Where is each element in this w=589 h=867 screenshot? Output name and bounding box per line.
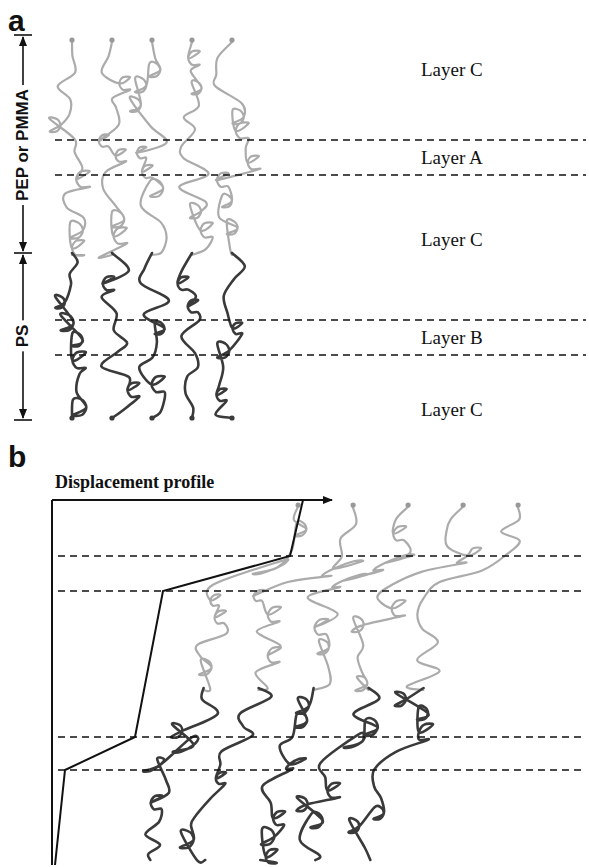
axis-title: Displacement profile: [55, 473, 214, 493]
chain-end: [69, 415, 74, 420]
chain-end: [69, 37, 74, 42]
layer-label: Layer C: [418, 400, 486, 421]
polymer-chain: [177, 253, 200, 418]
chain-end: [296, 502, 301, 507]
polymer-chain: [297, 688, 380, 860]
layer-label: Layer C: [418, 230, 486, 251]
polymer-chain: [99, 42, 131, 258]
polymer-chain: [101, 253, 139, 418]
layer-name: PS: [12, 321, 35, 352]
chain-end: [229, 37, 234, 42]
chain-end: [461, 502, 466, 507]
polymer-chain: [55, 253, 86, 418]
chain-end: [109, 415, 114, 420]
panel-letter: a: [8, 4, 25, 37]
polymer-chain: [260, 688, 313, 863]
panel-letter: b: [8, 440, 26, 473]
layer-label: Layer B: [418, 328, 486, 349]
polymer-chain: [180, 688, 272, 863]
chain-end: [406, 502, 411, 507]
polymer-chain: [179, 42, 213, 255]
polymer-chain: [308, 507, 415, 690]
chain-end: [109, 37, 114, 42]
chain-end: [189, 37, 194, 42]
layer-label: Layer C: [418, 60, 486, 81]
chain-end: [351, 502, 356, 507]
chain-end: [516, 502, 521, 507]
polymer-chain: [213, 42, 260, 255]
layer-label: Layer A: [418, 148, 486, 169]
chain-end: [149, 37, 154, 42]
chain-end: [229, 415, 234, 420]
polymer-chain: [352, 507, 482, 691]
layer-name: PEP or PMMA: [12, 85, 35, 205]
displacement-profile: [52, 500, 332, 865]
polymer-chain: [215, 253, 244, 418]
layer-boundary: [58, 556, 586, 770]
polymer-chain: [130, 42, 167, 255]
polymer-chain: [196, 507, 307, 691]
polymer-chain: [349, 688, 433, 860]
layer-boundary: [55, 140, 586, 355]
polymer-chain: [407, 507, 520, 690]
polymer-chain: [139, 253, 169, 418]
chain-end: [149, 415, 154, 420]
chain-end: [189, 415, 194, 420]
polymer-chain: [49, 42, 90, 256]
